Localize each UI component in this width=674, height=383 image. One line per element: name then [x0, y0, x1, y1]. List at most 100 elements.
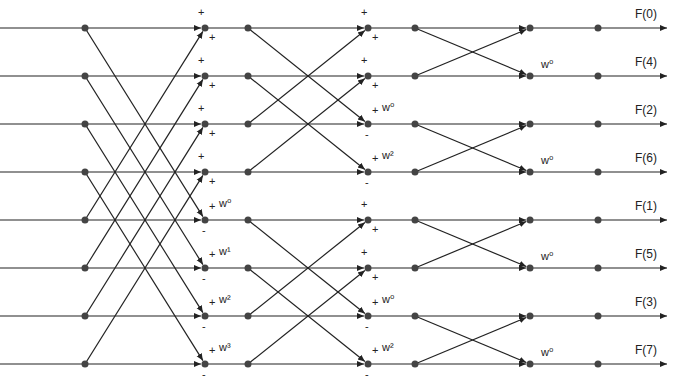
node-dot: [202, 217, 209, 224]
output-label: F(6): [634, 152, 658, 165]
node-dot: [595, 25, 602, 32]
sign-label: +: [208, 296, 216, 308]
signal-line: [368, 75, 415, 76]
signal-line: [85, 28, 203, 217]
node-dot: [527, 169, 534, 176]
node-dot: [595, 217, 602, 224]
node-dot: [245, 265, 252, 272]
signal-line: [205, 363, 248, 364]
signal-line: [248, 78, 365, 172]
sign-label: +: [197, 6, 205, 18]
signal-line: [415, 171, 526, 172]
sign-label: -: [364, 320, 370, 332]
sign-label: -: [364, 368, 370, 380]
node-dot: [245, 217, 252, 224]
signal-line: [85, 79, 203, 268]
signal-line: [530, 267, 598, 268]
signal-line: [598, 75, 667, 76]
sign-label: +: [371, 296, 379, 308]
signal-line: [85, 315, 201, 316]
sign-label: +: [360, 54, 368, 66]
signal-line: [368, 171, 415, 172]
output-label: F(5): [634, 248, 658, 261]
node-dot: [527, 73, 534, 80]
signal-line: [530, 171, 598, 172]
node-dot: [245, 169, 252, 176]
node-dot: [527, 121, 534, 128]
output-label: F(3): [634, 296, 658, 309]
signal-line: [415, 123, 526, 124]
signal-line: [248, 315, 364, 316]
signal-line: [415, 318, 526, 364]
signal-line: [248, 363, 364, 364]
signal-line: [85, 175, 203, 364]
signal-line: [368, 219, 415, 220]
node-dot: [595, 121, 602, 128]
signal-line: [415, 27, 526, 28]
node-dot: [82, 169, 89, 176]
sign-label: -: [201, 368, 207, 380]
node-dot: [527, 361, 534, 368]
output-label: F(7): [634, 344, 658, 357]
signal-line: [205, 75, 248, 76]
signal-line: [85, 27, 201, 28]
sign-label: +: [371, 79, 379, 91]
signal-line: [598, 363, 667, 364]
node-dot: [365, 313, 372, 320]
node-dot: [595, 361, 602, 368]
signal-line: [205, 123, 248, 124]
signal-line: [415, 363, 526, 364]
sign-label: w³: [218, 341, 232, 353]
signal-line: [598, 267, 667, 268]
sign-label: -: [201, 224, 207, 236]
node-dot: [82, 217, 89, 224]
sign-label: -: [364, 128, 370, 140]
node-dot: [365, 169, 372, 176]
signal-line: [205, 219, 248, 220]
node-dot: [412, 217, 419, 224]
sign-label: +: [208, 79, 216, 91]
signal-line: [85, 127, 203, 316]
signal-line: [598, 123, 667, 124]
sign-label: -: [201, 272, 207, 284]
signal-line: [0, 27, 85, 28]
output-label: F(1): [634, 200, 658, 213]
signal-line: [415, 316, 526, 362]
signal-line: [85, 31, 203, 220]
sign-label: +: [371, 104, 379, 116]
signal-line: [248, 171, 364, 172]
signal-line: [0, 75, 85, 76]
signal-line: [368, 267, 415, 268]
signal-line: [248, 76, 365, 170]
node-dot: [365, 361, 372, 368]
sign-label: +: [208, 248, 216, 260]
signal-line: [205, 315, 248, 316]
node-dot: [595, 169, 602, 176]
output-label: F(0): [634, 8, 658, 21]
sign-label: w⁰: [218, 197, 232, 209]
sign-label: +: [360, 246, 368, 258]
signal-line: [415, 124, 526, 170]
sign-label: +: [371, 152, 379, 164]
signal-line: [248, 28, 365, 122]
node-dot: [245, 313, 252, 320]
node-dot: [245, 25, 252, 32]
node-dot: [82, 265, 89, 272]
sign-label: w²: [381, 341, 395, 353]
signal-line: [368, 315, 415, 316]
node-dot: [82, 361, 89, 368]
sign-label: +: [360, 198, 368, 210]
signal-line: [415, 28, 526, 74]
signal-line: [248, 27, 364, 28]
node-dot: [82, 313, 89, 320]
signal-line: [248, 75, 364, 76]
signal-line: [530, 123, 598, 124]
signal-line: [530, 363, 598, 364]
sign-label: w²: [218, 293, 232, 305]
signal-line: [248, 220, 365, 314]
signal-line: [0, 219, 85, 220]
node-dot: [82, 25, 89, 32]
signal-line: [598, 219, 667, 220]
signal-line: [415, 222, 526, 268]
signal-line: [85, 172, 203, 361]
